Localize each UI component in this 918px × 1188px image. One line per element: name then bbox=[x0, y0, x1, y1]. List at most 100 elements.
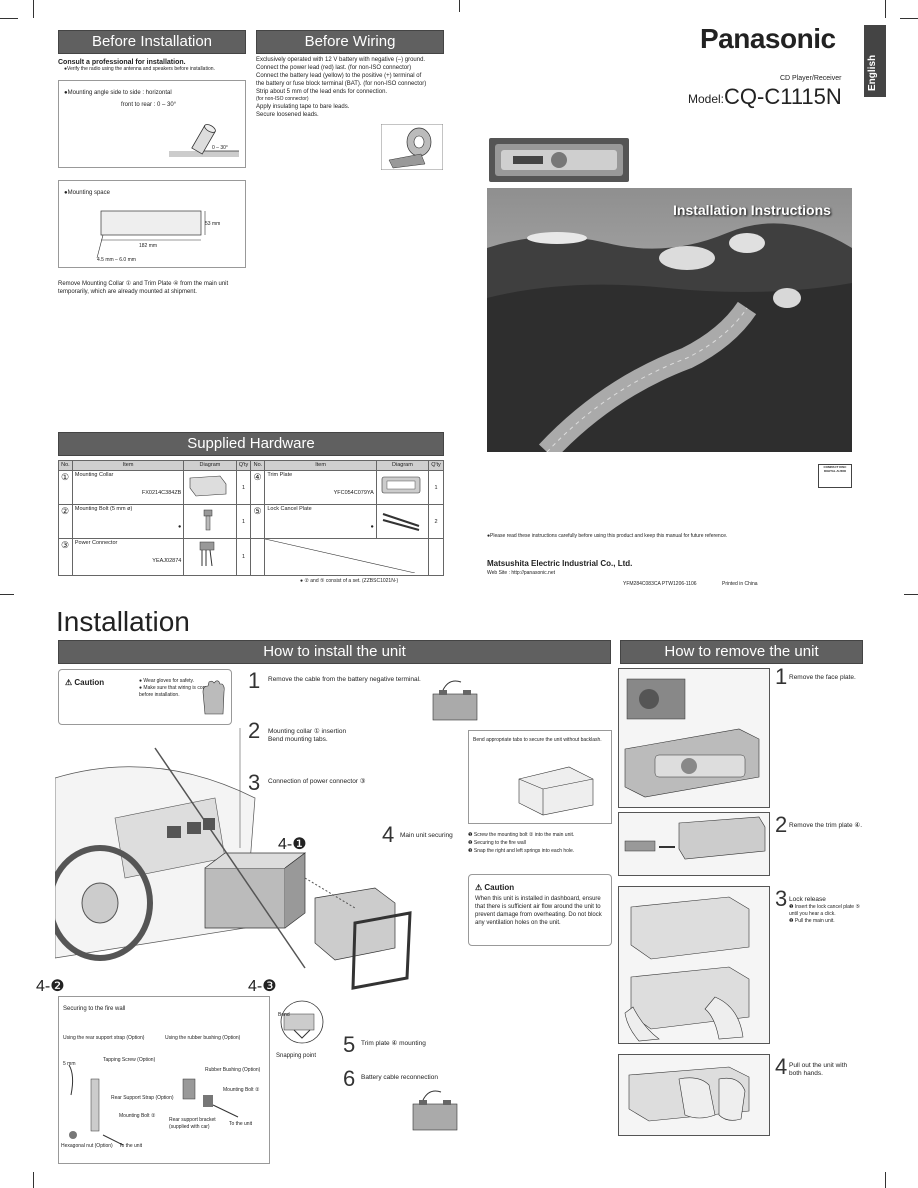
row-diagram bbox=[375, 470, 430, 505]
remove-step3-image bbox=[618, 886, 770, 1044]
fw-label: Mounting Bolt ② bbox=[119, 1113, 156, 1119]
wiring-line: (for non-ISO connector) bbox=[256, 96, 309, 102]
col-header: Q'ty bbox=[235, 460, 252, 471]
cover-note: ●Please read these instructions carefull… bbox=[487, 533, 728, 539]
col-header: Item bbox=[264, 460, 377, 471]
fw-label: To the unit bbox=[119, 1143, 143, 1149]
bend-tabs-text: Bend appropriate tabs to secure the unit… bbox=[473, 737, 602, 743]
cover-photo-road bbox=[487, 188, 852, 452]
wiring-line: Connect the battery lead (yellow) to the… bbox=[256, 73, 422, 79]
remove-step-text: Remove the trim plate ④. bbox=[789, 822, 863, 829]
remove-step2-image bbox=[618, 812, 770, 876]
snapping-label: Snapping point bbox=[276, 1053, 317, 1059]
fw-label: Rear Support Strap (Option) bbox=[111, 1095, 174, 1101]
install-step-text: Battery cable reconnection bbox=[361, 1074, 438, 1081]
how-remove-header: How to remove the unit bbox=[620, 640, 863, 664]
remove-note: Remove Mounting Collar ① and Trim Plate … bbox=[58, 281, 229, 295]
fw-label: Rubber Bushing (Option) bbox=[205, 1067, 261, 1073]
printed-in: Printed in China bbox=[722, 581, 758, 587]
before-installation-header: Before Installation bbox=[58, 30, 246, 54]
install-step-num: 4 bbox=[382, 822, 395, 847]
how-install-header: How to install the unit bbox=[58, 640, 611, 664]
bend-label: Bend bbox=[278, 1012, 290, 1018]
mounting-space-box: ●Mounting space 53 mm 182 mm 4.5 mm – 6.… bbox=[58, 180, 246, 268]
wiring-line: Exclusively operated with 12 V battery w… bbox=[256, 57, 426, 63]
row-qty: 1 bbox=[235, 538, 252, 576]
tape-illustration bbox=[381, 124, 443, 170]
crop-mark bbox=[904, 594, 918, 595]
col-header: Item bbox=[71, 460, 185, 471]
warning-icon: ⚠ bbox=[65, 678, 73, 687]
faceplate-image bbox=[489, 138, 629, 182]
item-part: YFC054C079YA bbox=[333, 490, 374, 496]
model-number: CQ-C1115N bbox=[724, 84, 842, 109]
row-item: Lock Cancel Plate● bbox=[264, 504, 377, 539]
glove-icon bbox=[202, 680, 225, 715]
bend-tabs-box: Bend appropriate tabs to secure the unit… bbox=[468, 730, 612, 824]
remove-step-text: Remove the face plate. bbox=[789, 674, 856, 681]
step4-item: ❷ Securing to the fire wall bbox=[468, 840, 526, 846]
caution-header: ⚠ Caution bbox=[65, 678, 104, 687]
fw-label: Tapping Screw (Option) bbox=[103, 1057, 156, 1063]
install-step-text: Remove the cable from the battery negati… bbox=[268, 676, 421, 683]
col-header: No. bbox=[250, 460, 266, 471]
hardware-footnote: ● ② and ⑤ consist of a set. (ZZBSC1021N-… bbox=[300, 578, 399, 584]
dim-height: 53 mm bbox=[205, 221, 221, 227]
crop-mark bbox=[0, 18, 18, 19]
dim-thick: 4.5 mm – 6.0 mm bbox=[97, 257, 136, 263]
language-tab: English bbox=[864, 25, 886, 97]
row-item: Mounting Bolt (5 mm ø)● bbox=[71, 504, 185, 539]
angle-label: 0 – 30° bbox=[212, 145, 228, 151]
battery-illustration-2 bbox=[412, 1090, 458, 1131]
step4-label-2: 4-❷ bbox=[36, 978, 65, 995]
doc-code: YFM284C083CA PTW1206-1106 bbox=[623, 581, 697, 587]
face-plate-removal-diagram bbox=[624, 678, 760, 798]
firewall-diagrams bbox=[68, 1064, 239, 1146]
install-step-num: 6 bbox=[343, 1066, 356, 1091]
caution-line: ● Make sure that wiring is complete bbox=[139, 685, 218, 691]
row-qty: 1 bbox=[235, 470, 252, 505]
language-label: English bbox=[867, 54, 878, 91]
angle-front: front to rear : 0 – 30° bbox=[121, 102, 177, 108]
item-part: ● bbox=[178, 524, 182, 530]
crop-mark bbox=[33, 0, 34, 18]
row-no: ① bbox=[58, 470, 73, 505]
install-step-text: Connection of power connector ③ bbox=[268, 778, 366, 785]
caution-line: before installation. bbox=[139, 692, 180, 698]
row-diagram bbox=[375, 504, 430, 539]
col-header: No. bbox=[58, 460, 73, 471]
fw-label: Rear support bracket (supplied with car) bbox=[169, 1117, 216, 1130]
caution-line: ● Wear gloves for safety. bbox=[139, 678, 195, 684]
angle-title: ●Mounting angle side to side : horizonta… bbox=[64, 90, 172, 96]
intro-text: Consult a professional for installation. bbox=[58, 59, 186, 66]
row-qty: 2 bbox=[428, 504, 444, 539]
wiring-line: Connect the power lead (red) last. (for … bbox=[256, 65, 412, 71]
col-header: Diagram bbox=[183, 460, 237, 471]
installation-title: Installation bbox=[56, 606, 190, 637]
before-wiring-header: Before Wiring bbox=[256, 30, 444, 54]
row-no: ⑤ bbox=[250, 504, 266, 539]
firewall-right-title: Using the rubber bushing (Option) bbox=[165, 1035, 241, 1041]
row-qty: 1 bbox=[428, 470, 444, 505]
dashboard-illustration bbox=[55, 728, 412, 990]
fw-label: Mounting Bolt ② bbox=[223, 1087, 260, 1093]
crop-mark bbox=[0, 594, 14, 595]
table-row: ② Mounting Bolt (5 mm ø)● 1 ⑤ Lock Cance… bbox=[58, 504, 444, 539]
snap-detail bbox=[280, 1000, 324, 1044]
remove-step-sub: ❷ Pull the main unit. bbox=[789, 918, 835, 924]
crop-mark bbox=[459, 0, 460, 12]
mounting-bolt-diagram bbox=[204, 509, 213, 531]
item-name: Power Connector bbox=[74, 540, 118, 546]
item-name: Mounting Collar bbox=[74, 472, 114, 478]
row-diagram bbox=[183, 470, 237, 505]
trim-plate-removal-diagram bbox=[624, 816, 766, 860]
crop-mark bbox=[885, 1172, 886, 1188]
lock-cancel-plate-diagram bbox=[382, 513, 420, 531]
install-step-num: 3 bbox=[248, 770, 261, 795]
remove-step-num: 2 bbox=[775, 812, 788, 837]
row-qty: 1 bbox=[235, 504, 252, 539]
wiring-line: the battery or fuse block terminal (BAT)… bbox=[256, 81, 427, 87]
mounting-collar-diagram bbox=[190, 475, 227, 497]
